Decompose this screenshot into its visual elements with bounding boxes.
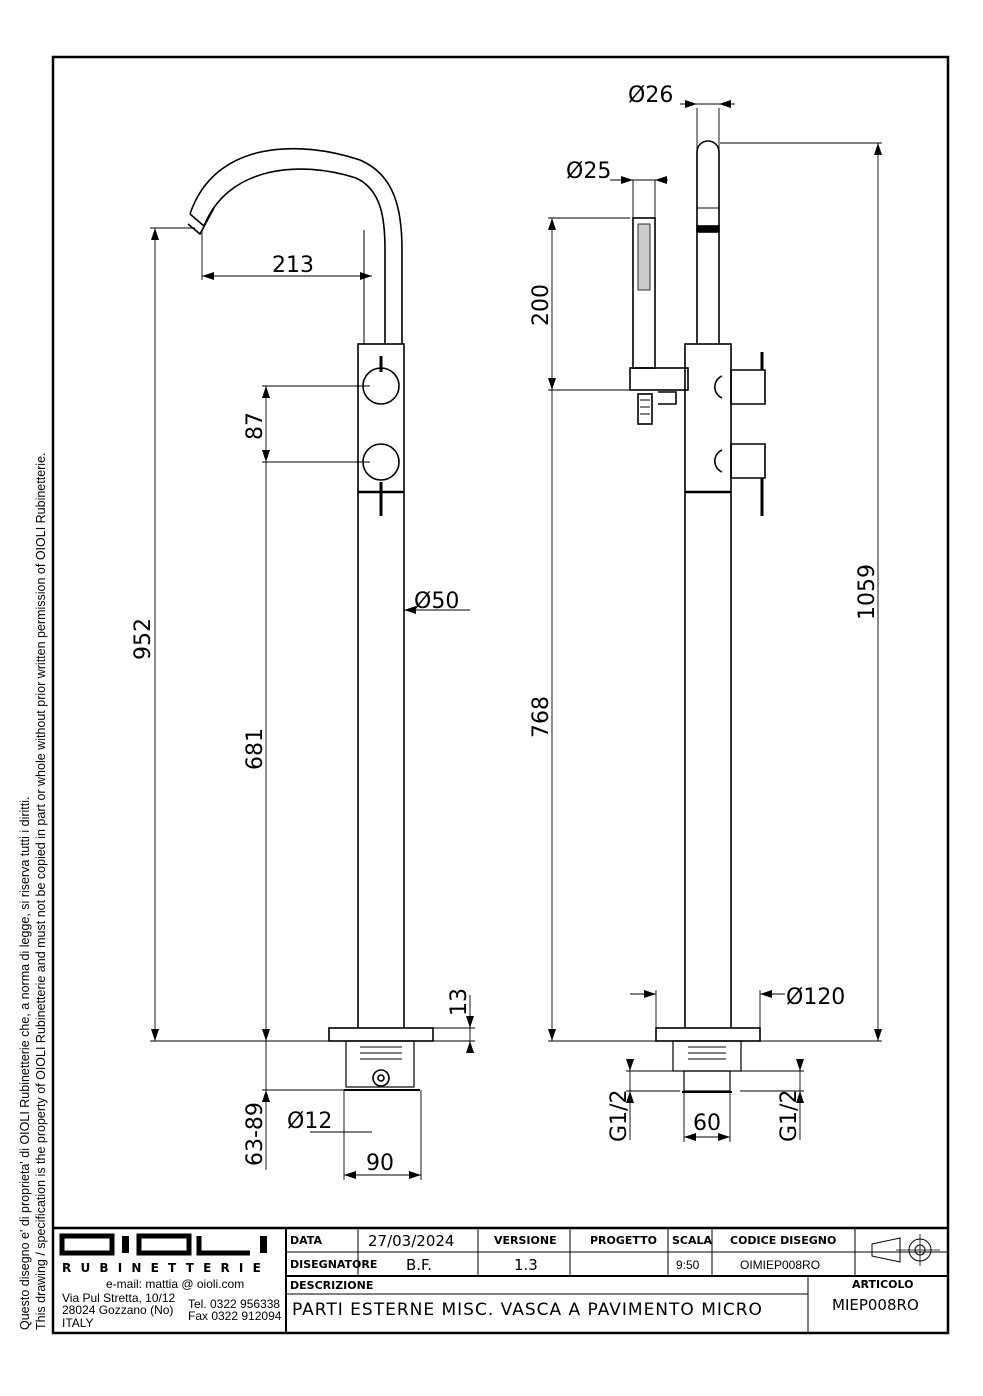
- articolo-value: MIEP008RO: [832, 1296, 919, 1314]
- scala-label: SCALA: [672, 1234, 713, 1247]
- side-view: [629, 140, 766, 1093]
- dim-768: 768: [529, 696, 554, 738]
- disegnatore-label: DISEGNATORE: [290, 1258, 377, 1271]
- data-label: DATA: [290, 1234, 322, 1247]
- title-block-fields: DATA 27/03/2024 VERSIONE PROGETTO SCALA …: [290, 1232, 919, 1320]
- dim-213: 213: [272, 253, 314, 278]
- dim-63-89: 63-89: [243, 1102, 268, 1166]
- side-note-line1: Questo disegno e' di proprieta' di OIOLI…: [18, 796, 32, 1330]
- data-value: 27/03/2024: [368, 1232, 454, 1250]
- title-block: [53, 1226, 948, 1333]
- side-mixer-body: [684, 343, 732, 493]
- descrizione-value: PARTI ESTERNE MISC. VASCA A PAVIMENTO MI…: [292, 1300, 763, 1320]
- dim-g12-right: G1/2: [777, 1090, 802, 1142]
- spout-outer: [189, 147, 403, 344]
- company-info: e-mail: mattia @ oioli.com Via Pul Stret…: [62, 1277, 282, 1330]
- dim-phi25: Ø25: [566, 159, 611, 184]
- disegnatore-value: B.F.: [406, 1256, 432, 1274]
- company-address-3: ITALY: [62, 1316, 94, 1330]
- front-view-dimension-labels: 213 87 952 681 Ø50 13 63-89 Ø12 90: [131, 253, 472, 1176]
- dim-1059: 1059: [855, 564, 880, 620]
- scala-value: 9:50: [676, 1258, 700, 1272]
- dim-g12-left: G1/2: [607, 1090, 632, 1142]
- dim-952: 952: [131, 618, 156, 660]
- dim-200: 200: [529, 284, 554, 326]
- spout-inner: [203, 168, 386, 344]
- versione-label: VERSIONE: [494, 1234, 557, 1247]
- dim-681: 681: [243, 728, 268, 770]
- front-view-arrows: [151, 228, 474, 1179]
- descrizione-label: DESCRIZIONE: [290, 1279, 373, 1292]
- dim-phi50: Ø50: [414, 589, 459, 614]
- side-base-plate: [655, 1027, 761, 1042]
- oioli-logo: RUBINETTERIE: [59, 1233, 270, 1275]
- progetto-label: PROGETTO: [590, 1234, 657, 1247]
- drawing-frame: [51, 55, 950, 1335]
- codice-value: OIMIEP008RO: [740, 1258, 820, 1272]
- codice-label: CODICE DISEGNO: [730, 1234, 836, 1247]
- side-view-arrows: [548, 100, 882, 1141]
- versione-value: 1.3: [514, 1256, 538, 1274]
- front-view: [187, 147, 434, 1091]
- company-fax: Fax 0322 912094: [188, 1309, 282, 1323]
- side-view-dimensions: [548, 103, 882, 1142]
- dim-60: 60: [693, 1111, 721, 1136]
- articolo-label: ARTICOLO: [852, 1278, 913, 1291]
- dim-13: 13: [447, 988, 472, 1016]
- logo-subtitle: RUBINETTERIE: [62, 1261, 270, 1275]
- dim-phi26: Ø26: [628, 83, 673, 108]
- side-view-dimension-labels: Ø26 Ø25 200 768 1059 Ø120 G1/2 60 G1/2: [529, 83, 880, 1142]
- dim-87: 87: [243, 412, 268, 440]
- company-email: e-mail: mattia @ oioli.com: [106, 1277, 244, 1291]
- company-tel: Tel. 0322 956338: [188, 1297, 280, 1311]
- company-address-2: 28024 Gozzano (No): [62, 1303, 173, 1317]
- spout-tip: [187, 207, 215, 236]
- base-plate: [328, 1027, 434, 1042]
- side-legal-note: Questo disegno e' di proprieta' di OIOLI…: [18, 452, 48, 1330]
- front-view-dimensions: [150, 227, 475, 1180]
- dim-90: 90: [366, 1151, 394, 1176]
- spout-column: [696, 140, 720, 344]
- dim-phi120: Ø120: [786, 985, 845, 1010]
- side-note-line2: This drawing / specification is the prop…: [34, 452, 48, 1330]
- dim-phi12: Ø12: [287, 1109, 332, 1134]
- company-address-1: Via Pul Stretta, 10/12: [62, 1291, 176, 1305]
